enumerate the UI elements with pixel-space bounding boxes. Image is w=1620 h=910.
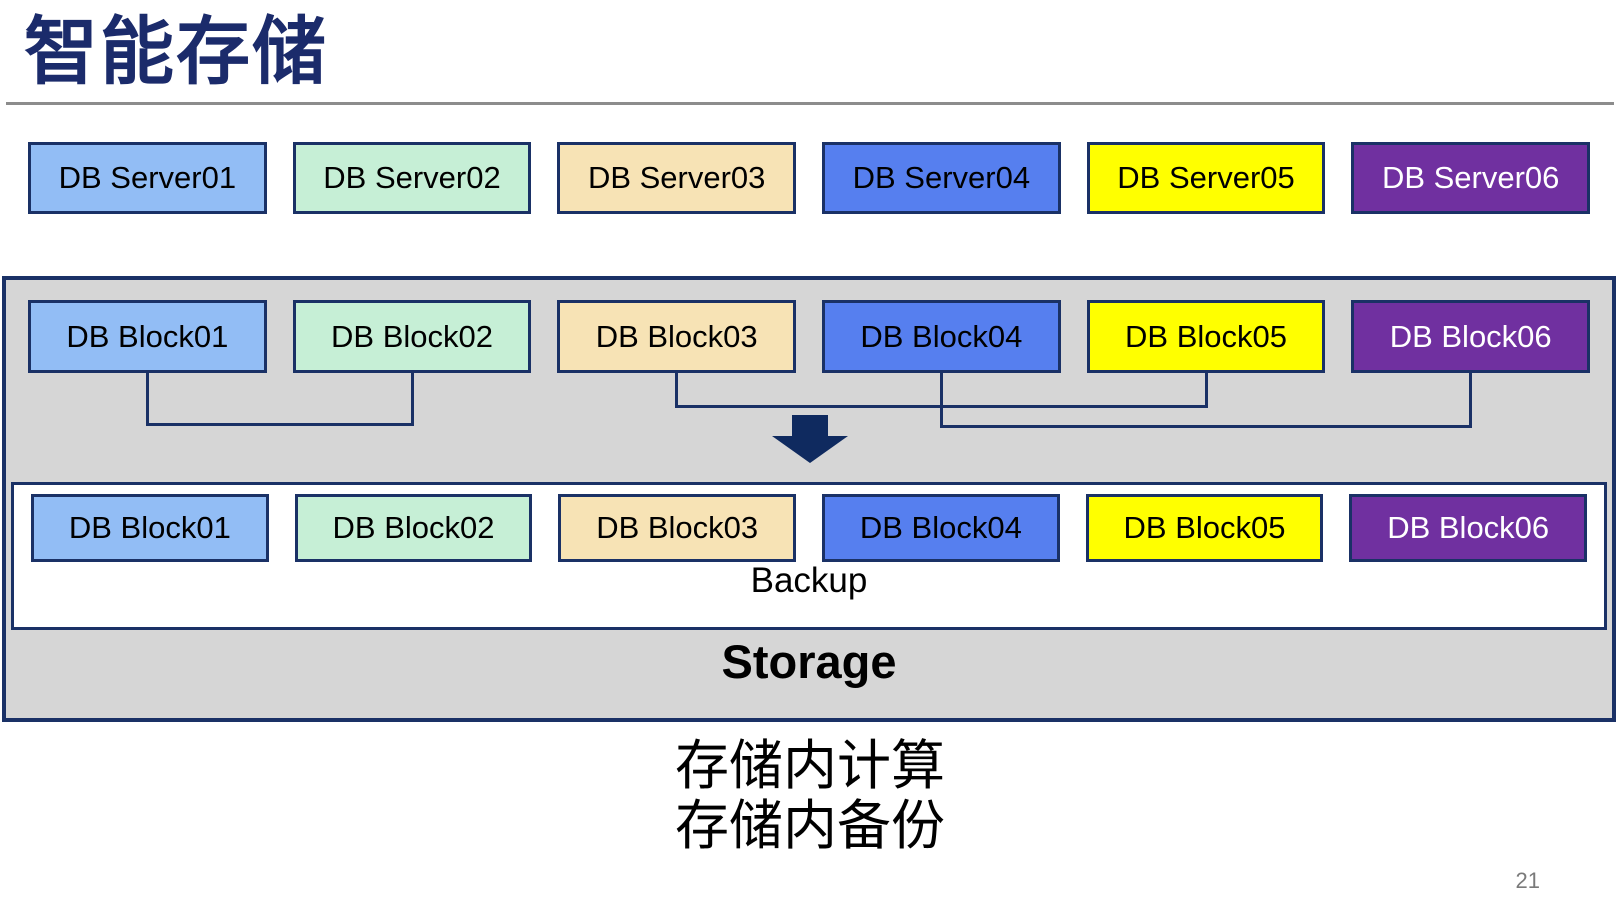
down-arrow-icon <box>771 415 849 463</box>
storage-label: Storage <box>721 635 897 688</box>
backup-box: DB Block01 DB Block02 DB Block03 DB Bloc… <box>11 482 1607 630</box>
db-server-box: DB Server01 <box>28 142 267 214</box>
db-block-box: DB Block03 <box>558 494 797 562</box>
backup-label: Backup <box>750 561 868 600</box>
captions: 存储内计算 存储内备份 <box>0 736 1620 857</box>
block-connector <box>940 373 1472 428</box>
block-row-bottom: DB Block01 DB Block02 DB Block03 DB Bloc… <box>31 494 1588 562</box>
block-connector <box>146 373 414 426</box>
db-server-box: DB Server03 <box>557 142 797 214</box>
db-block-box: DB Block05 <box>1085 494 1324 562</box>
db-block-box: DB Block04 <box>822 300 1061 373</box>
db-server-box: DB Server05 <box>1086 142 1326 214</box>
db-block-box: DB Block02 <box>292 300 532 373</box>
block-row-top: DB Block01 DB Block02 DB Block03 DB Bloc… <box>28 300 1591 373</box>
db-block-box: DB Block05 <box>1086 300 1326 373</box>
server-row: DB Server01 DB Server02 DB Server03 DB S… <box>28 142 1591 214</box>
db-block-box: DB Block01 <box>28 300 267 373</box>
page-title: 智能存储 <box>24 10 328 93</box>
db-block-box: DB Block03 <box>557 300 797 373</box>
caption-in-storage-backup: 存储内备份 <box>675 796 945 857</box>
db-server-box: DB Server06 <box>1351 142 1591 214</box>
db-server-box: DB Server04 <box>822 142 1061 214</box>
db-block-box: DB Block04 <box>822 494 1060 562</box>
storage-system-container: DB Block01 DB Block02 DB Block03 DB Bloc… <box>2 276 1616 722</box>
block-connector <box>675 373 1208 408</box>
page-number: 21 <box>1515 868 1540 893</box>
db-block-box: DB Block06 <box>1351 300 1591 373</box>
db-block-box: DB Block02 <box>294 494 533 562</box>
caption-in-storage-compute: 存储内计算 <box>675 736 945 796</box>
db-server-box: DB Server02 <box>292 142 532 214</box>
db-block-box: DB Block01 <box>31 494 269 562</box>
title-divider <box>6 102 1614 105</box>
db-block-box: DB Block06 <box>1349 494 1588 562</box>
